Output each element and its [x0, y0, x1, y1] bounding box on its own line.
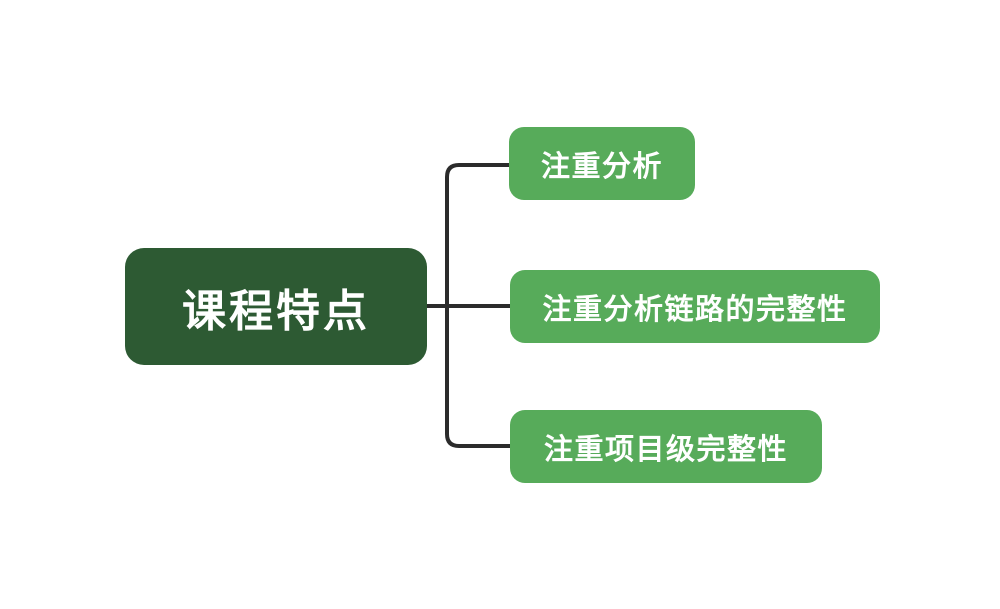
- mindmap-root-node[interactable]: 课程特点: [125, 248, 427, 365]
- mindmap-child-node-1[interactable]: 注重分析: [509, 127, 695, 200]
- mindmap-child-node-2[interactable]: 注重分析链路的完整性: [510, 270, 880, 343]
- mindmap-child-node-3[interactable]: 注重项目级完整性: [510, 410, 822, 483]
- connector-edge-top: [445, 163, 509, 306]
- connector-edge-bottom: [445, 306, 510, 448]
